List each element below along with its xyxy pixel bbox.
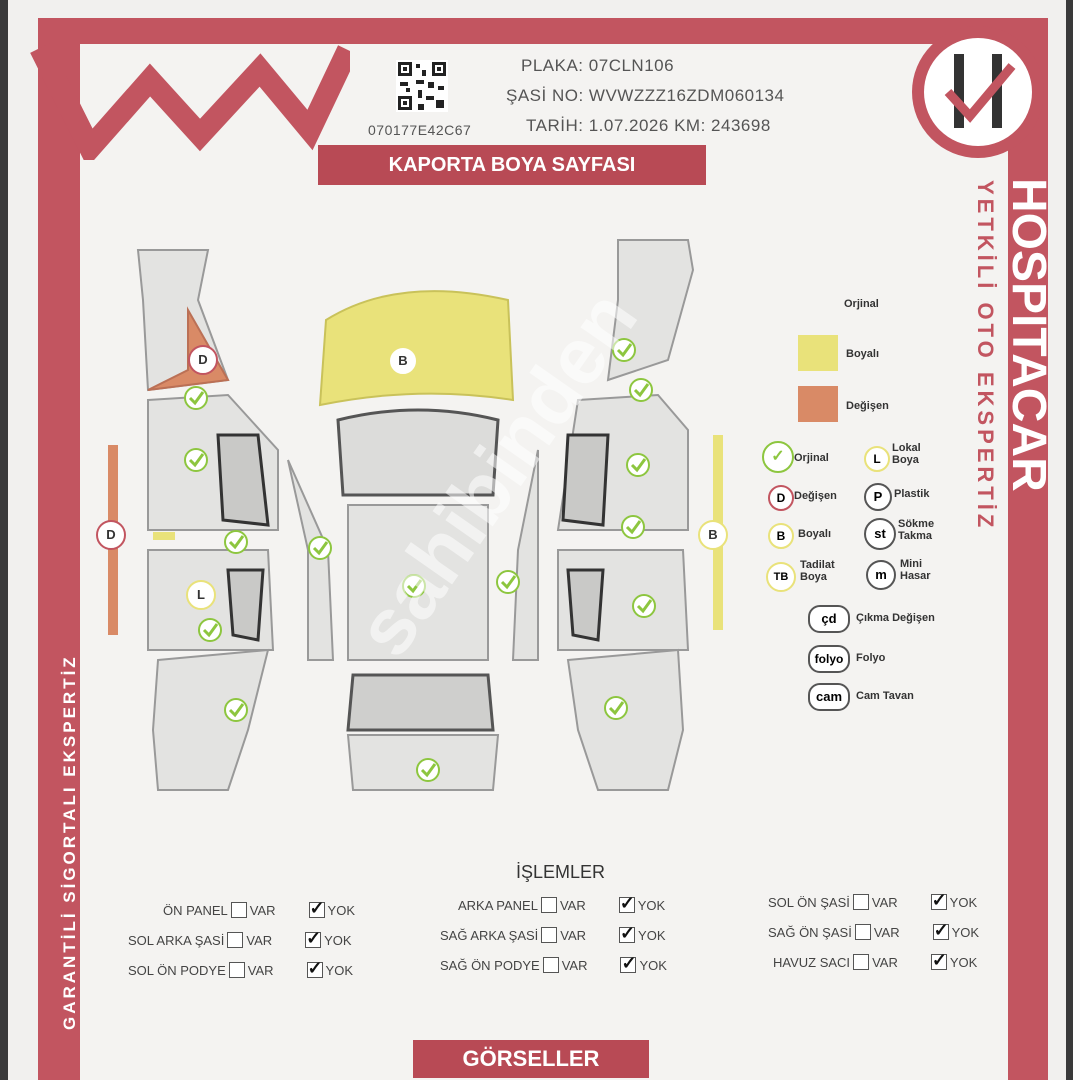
op-on-panel: ÖN PANELVARYOK [163, 898, 355, 919]
hood-boyali [318, 290, 515, 407]
legend-degisen-swatch [798, 386, 838, 422]
cikma-degisen-icon: çd [808, 605, 850, 633]
plaka-row: PLAKA: 07CLN106 [521, 56, 675, 75]
sasi-row: ŞASİ NO: WVWZZZ16ZDM060134 [506, 86, 785, 105]
hospitacar-logo [912, 26, 1044, 158]
yok-checkbox[interactable] [930, 950, 947, 971]
frame-left [38, 18, 80, 1080]
cam-tavan-icon: cam [808, 683, 850, 711]
chevron-decoration [30, 43, 350, 160]
legend-orjinal: Orjinal [844, 298, 879, 310]
lokal-boya-icon: L [864, 446, 890, 472]
rear-window [346, 673, 495, 732]
var-checkbox[interactable] [540, 897, 557, 913]
yok-checkbox[interactable] [305, 928, 321, 949]
operations-title: İŞLEMLER [516, 862, 606, 882]
tarih-value: 1.07.2026 [588, 116, 669, 135]
qr-code-icon [396, 60, 448, 112]
var-checkbox[interactable] [227, 932, 244, 948]
frame-top [38, 18, 1048, 44]
op-sol-on-podye: SOL ÖN PODYEVARYOK [128, 958, 353, 979]
legend-boyali: Boyalı [846, 348, 880, 360]
left-sill [287, 459, 335, 661]
var-checkbox[interactable] [541, 927, 558, 943]
op-arka-panel: ARKA PANELVARYOK [458, 893, 665, 914]
var-checkbox[interactable] [854, 924, 871, 940]
frame-right [1008, 18, 1048, 1080]
mini-hasar-icon: m [866, 560, 896, 590]
yok-checkbox[interactable] [932, 920, 949, 941]
yok-checkbox[interactable] [308, 898, 325, 919]
var-checkbox[interactable] [230, 902, 247, 918]
var-checkbox[interactable] [542, 957, 559, 973]
plaka-value: 07CLN106 [588, 56, 675, 75]
degisen-icon: D [768, 485, 794, 511]
op-sol-on-sasi: SOL ÖN ŞASİVARYOK [768, 890, 977, 911]
windshield [336, 408, 500, 497]
plastik-icon: P [864, 483, 892, 511]
inspection-sheet: GARANTİLİ SİGORTALI EKSPERTİZ 070177E42C… [8, 0, 1066, 1080]
right-sill [511, 449, 539, 661]
check-icon: ✓ [762, 441, 794, 473]
op-sag-arka-sasi: SAĞ ARKA ŞASİVARYOK [440, 923, 666, 944]
folyo-icon: folyo [808, 645, 850, 673]
op-havuz-saci: HAVUZ SACIVARYOK [773, 950, 977, 971]
boyali-icon: B [768, 523, 794, 549]
left-fender-mark: D [188, 345, 218, 375]
left-rocker-mark: D [96, 520, 126, 550]
var-checkbox[interactable] [853, 954, 870, 970]
op-sol-arka-sasi: SOL ARKA ŞASİVARYOK [128, 928, 352, 949]
right-rocker-mark: B [698, 520, 728, 550]
op-sag-on-sasi: SAĞ ÖN ŞASİVARYOK [768, 920, 979, 941]
tadilat-boya-icon: TB [766, 562, 796, 592]
brand-name: HOSPITACAR [1002, 178, 1055, 492]
yok-checkbox[interactable] [618, 893, 635, 914]
left-rear-door-mark: L [186, 580, 216, 610]
km-value: 243698 [711, 116, 771, 135]
right-rear-quarter [566, 648, 685, 791]
yok-checkbox[interactable] [930, 890, 947, 911]
footer-banner: GÖRSELLER [413, 1040, 649, 1078]
yok-checkbox[interactable] [306, 958, 323, 979]
yok-checkbox[interactable] [619, 923, 635, 944]
yok-checkbox[interactable] [620, 953, 637, 974]
left-rear-quarter [151, 648, 270, 791]
var-checkbox[interactable] [852, 894, 869, 910]
page-title: KAPORTA BOYA SAYFASI [318, 145, 706, 185]
tarih-row: TARİH: 1.07.2026 KM: 243698 [526, 116, 771, 135]
hood-mark: B [388, 346, 418, 376]
var-checkbox[interactable] [228, 962, 245, 978]
sasi-value: WVWZZZ16ZDM060134 [588, 86, 785, 105]
side-text: GARANTİLİ SİGORTALI EKSPERTİZ [60, 654, 79, 1030]
brand-tagline: YETKİLİ OTO EKSPERTİZ [973, 180, 998, 532]
sokme-takma-icon: st [864, 518, 896, 550]
legend-degisen: Değişen [846, 400, 889, 412]
qr-code-text: 070177E42C67 [368, 122, 472, 138]
op-sag-on-podye: SAĞ ÖN PODYEVARYOK [440, 953, 667, 974]
legend-boyali-swatch [798, 335, 838, 371]
